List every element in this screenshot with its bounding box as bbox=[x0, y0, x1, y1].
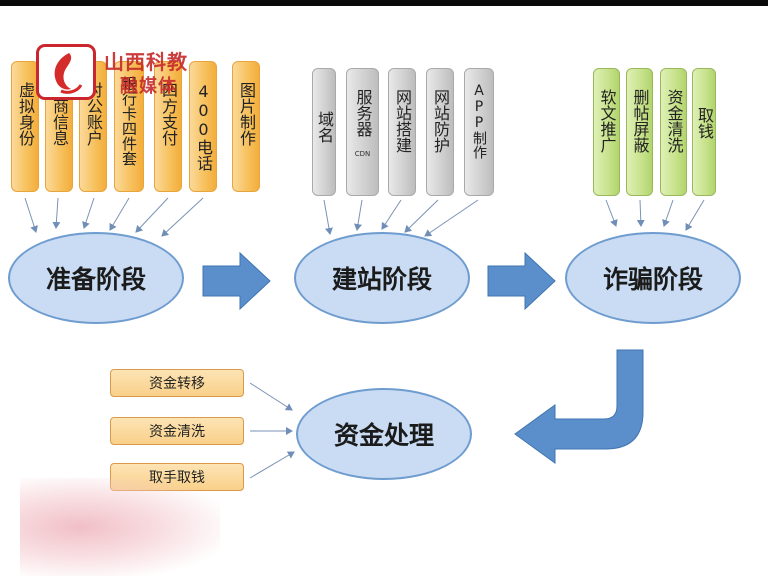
site-connector bbox=[381, 199, 402, 230]
fraud-connector bbox=[636, 199, 645, 227]
stage-label: 资金处理 bbox=[333, 421, 434, 450]
funds-connector bbox=[249, 382, 293, 411]
prep-item-label: 图片制作 bbox=[237, 82, 256, 146]
funds-connector bbox=[249, 451, 295, 479]
site-item-server: 服务器 CDN bbox=[346, 68, 379, 196]
top-bar bbox=[0, 0, 768, 6]
watermark-text-line1: 山西科教 bbox=[104, 50, 188, 74]
site-item-label: 服务器 bbox=[353, 89, 373, 137]
stage-fraud: 诈骗阶段 bbox=[565, 232, 741, 324]
prep-item-400-phone: 400电话 bbox=[189, 61, 217, 192]
flow-arrow-prep-to-site bbox=[202, 251, 271, 311]
site-item-app-making: APP制作 bbox=[464, 68, 494, 196]
fraud-item-post-deletion: 删帖屏蔽 bbox=[626, 68, 653, 196]
prep-item-label: 400电话 bbox=[194, 82, 213, 171]
prep-item-virtual-identity: 虚拟身份 bbox=[11, 61, 39, 192]
funds-item-laundering: 资金清洗 bbox=[110, 417, 244, 445]
funds-item-label: 资金清洗 bbox=[149, 424, 205, 440]
prep-item-bank-card-kit: 银行卡四件套 bbox=[114, 61, 144, 192]
funds-item-transfer: 资金转移 bbox=[110, 369, 244, 397]
watermark-text-line2: 融媒体 bbox=[120, 76, 177, 97]
prep-connector bbox=[24, 197, 38, 233]
prep-connector bbox=[161, 197, 204, 237]
stage-label: 诈骗阶段 bbox=[602, 265, 703, 294]
stage-preparation: 准备阶段 bbox=[8, 232, 184, 324]
fraud-item-label: 取钱 bbox=[695, 107, 714, 139]
flow-arrow-fraud-to-funds bbox=[514, 349, 644, 464]
site-item-label: 网站搭建 bbox=[393, 89, 412, 153]
funds-item-label: 资金转移 bbox=[149, 376, 205, 392]
fraud-item-withdraw: 取钱 bbox=[692, 68, 716, 196]
prep-item-label: 虚拟身份 bbox=[16, 82, 35, 146]
flow-arrow-site-to-fraud bbox=[487, 251, 556, 311]
site-item-label: 网站防护 bbox=[431, 89, 450, 153]
site-item-label: 域名 bbox=[315, 111, 334, 143]
prep-item-image-making: 图片制作 bbox=[232, 61, 260, 192]
prep-item-label: 银行卡四件套 bbox=[120, 76, 138, 166]
site-connector bbox=[323, 199, 333, 235]
prep-item-label: 四方支付 bbox=[159, 82, 178, 146]
site-item-label: APP制作 bbox=[471, 83, 487, 159]
site-connector bbox=[404, 199, 439, 233]
stage-funds-processing: 资金处理 bbox=[296, 388, 472, 480]
prep-connector bbox=[52, 197, 61, 229]
prep-connector bbox=[135, 197, 169, 233]
prep-connector bbox=[82, 197, 95, 229]
stage-site-building: 建站阶段 bbox=[294, 232, 470, 324]
watermark-logo bbox=[36, 44, 96, 100]
site-item-site-building: 网站搭建 bbox=[388, 68, 416, 196]
fraud-item-money-laundering: 资金清洗 bbox=[660, 68, 687, 196]
fraud-item-label: 删帖屏蔽 bbox=[630, 89, 650, 153]
watermark-flame-icon bbox=[54, 53, 83, 94]
fraud-item-label: 软文推广 bbox=[597, 89, 617, 153]
site-connector bbox=[354, 199, 363, 231]
site-item-domain: 域名 bbox=[312, 68, 336, 196]
stage-label: 准备阶段 bbox=[45, 265, 146, 294]
site-item-sublabel: CDN bbox=[354, 150, 371, 158]
fraud-connector bbox=[685, 199, 705, 231]
blurred-overlay bbox=[20, 478, 220, 576]
fraud-connector bbox=[605, 199, 618, 227]
site-item-site-protection: 网站防护 bbox=[426, 68, 454, 196]
prep-item-fourth-party-payment: 四方支付 bbox=[154, 61, 182, 192]
fraud-connector bbox=[662, 199, 674, 227]
stage-label: 建站阶段 bbox=[331, 265, 432, 294]
prep-connector bbox=[109, 197, 130, 231]
fraud-item-label: 资金清洗 bbox=[664, 89, 684, 153]
fraud-item-soft-promotion: 软文推广 bbox=[593, 68, 620, 196]
site-connector bbox=[424, 199, 479, 237]
